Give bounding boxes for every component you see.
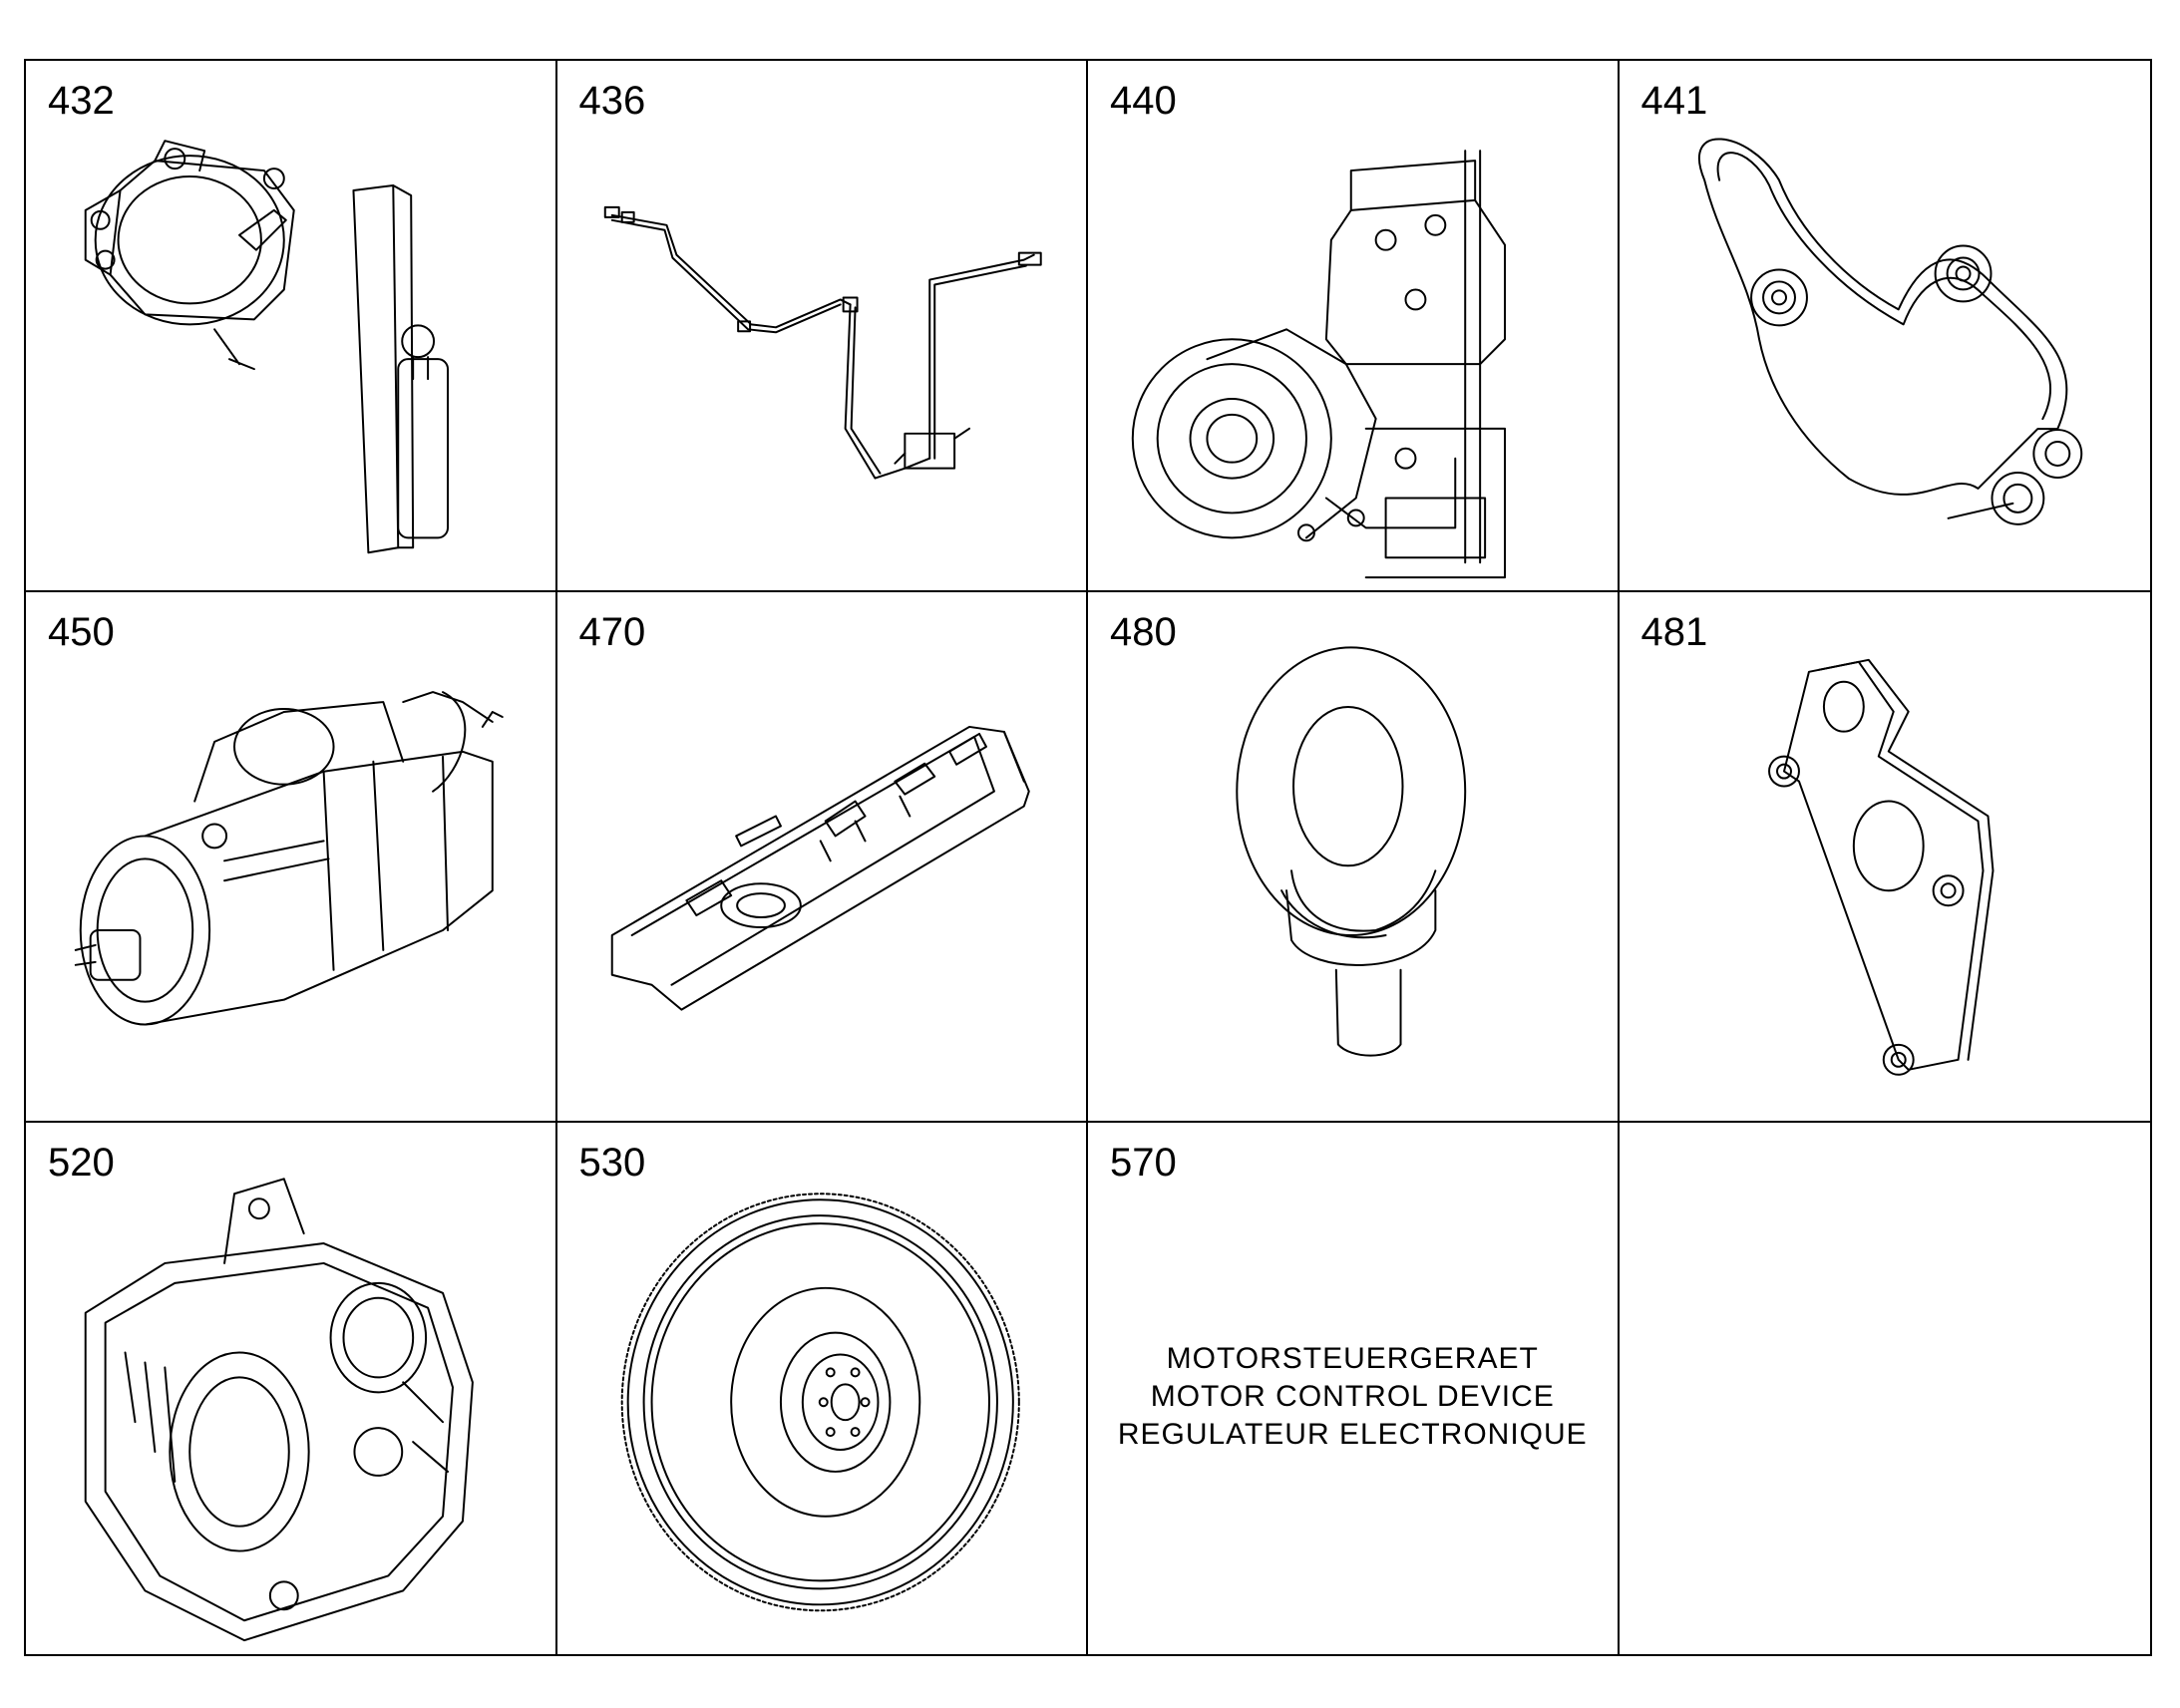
part-number: 441 bbox=[1640, 79, 1708, 123]
engine-cover-icon bbox=[557, 592, 1087, 1122]
throttle-valve-actuator-icon bbox=[26, 61, 555, 590]
flywheel-icon bbox=[557, 1123, 1087, 1654]
part-number: 481 bbox=[1640, 609, 1708, 654]
parts-grid: 432 436 bbox=[24, 59, 2152, 1656]
part-cell-481[interactable]: 481 bbox=[1619, 592, 2151, 1124]
drive-belt-tensioner-icon bbox=[1620, 61, 2151, 590]
description-line-german: MOTORSTEUERGERAET bbox=[1166, 1342, 1539, 1376]
lifting-eye-bolt-icon bbox=[1088, 592, 1618, 1122]
lifting-bracket-icon bbox=[1620, 592, 2151, 1122]
part-cell-470[interactable]: 470 bbox=[556, 591, 1088, 1124]
fan-drive-gear-module-icon bbox=[1088, 61, 1618, 590]
description-line-french: REGULATEUR ELECTRONIQUE bbox=[1117, 1418, 1588, 1452]
part-cell-530[interactable]: 530 bbox=[557, 1123, 1088, 1654]
part-cell-441[interactable]: 441 bbox=[1619, 61, 2151, 592]
part-description: MOTORSTEUERGERAET MOTOR CONTROL DEVICE R… bbox=[1088, 1340, 1618, 1454]
part-cell-440[interactable]: 440 bbox=[1088, 61, 1620, 592]
part-cell-480[interactable]: 480 bbox=[1088, 591, 1620, 1124]
part-number: 570 bbox=[1110, 1141, 1177, 1186]
part-cell-570[interactable]: 570 MOTORSTEUERGERAET MOTOR CONTROL DEVI… bbox=[1088, 1123, 1620, 1654]
flywheel-housing-icon bbox=[26, 1123, 555, 1654]
part-cell-432[interactable]: 432 bbox=[26, 61, 557, 592]
part-number: 480 bbox=[1110, 609, 1177, 654]
part-cell-520[interactable]: 520 bbox=[26, 1123, 557, 1654]
sensor-wiring-harness-icon bbox=[557, 61, 1087, 590]
description-line-english: MOTOR CONTROL DEVICE bbox=[1150, 1380, 1555, 1414]
part-cell-450[interactable]: 450 bbox=[26, 591, 557, 1124]
part-number: 432 bbox=[48, 79, 115, 123]
part-number: 440 bbox=[1110, 79, 1177, 123]
part-number: 436 bbox=[578, 79, 646, 123]
starter-motor-icon bbox=[26, 592, 555, 1122]
part-cell-436[interactable]: 436 bbox=[556, 61, 1088, 592]
part-number: 450 bbox=[48, 609, 115, 654]
part-number: 470 bbox=[578, 609, 646, 654]
part-number: 530 bbox=[578, 1141, 646, 1186]
part-number: 520 bbox=[48, 1141, 115, 1186]
empty-cell bbox=[1620, 1123, 2151, 1654]
